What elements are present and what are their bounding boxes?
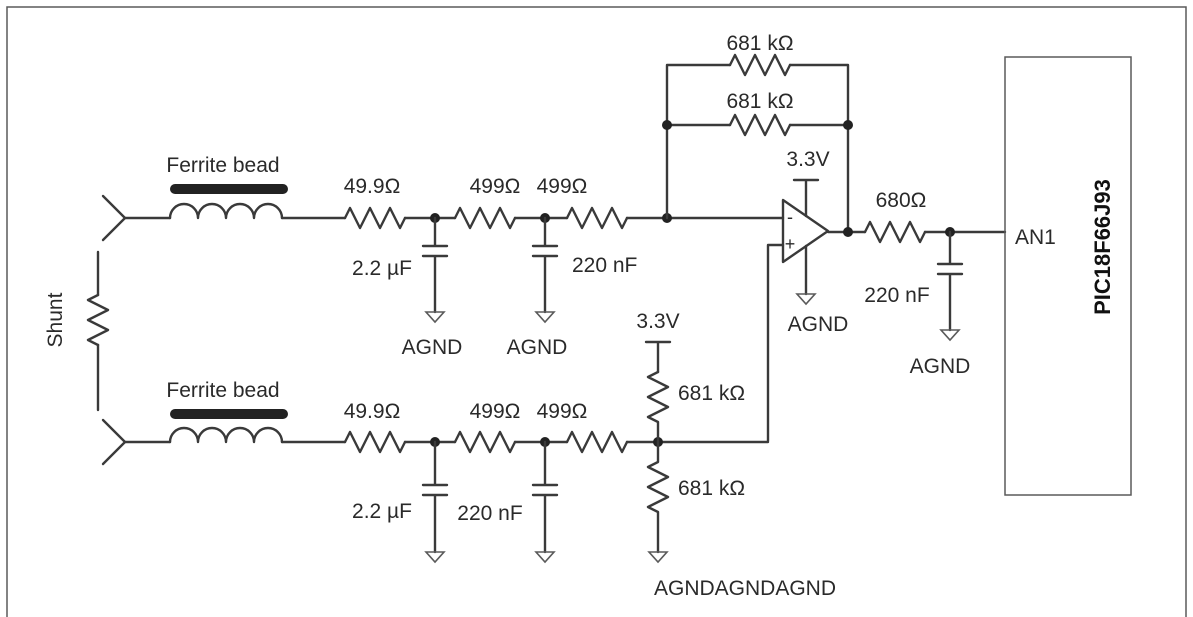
shunt-resistor	[86, 250, 110, 412]
top-input-terminal	[101, 194, 172, 242]
bias-supply-rail	[644, 340, 672, 374]
ferrite-bead-top-label: Ferrite bead	[166, 154, 279, 177]
resistor-499-top-a-label: 499Ω	[470, 175, 521, 198]
microcontroller-block	[1004, 56, 1132, 496]
resistor-680-output-label: 680Ω	[876, 189, 927, 212]
agnd-opamp-label: AGND	[788, 313, 849, 336]
mcu-name-label: PIC18F66J93	[1090, 179, 1115, 315]
capacitor-220nf-bottom-label: 220 nF	[457, 502, 522, 525]
capacitor-220nf-output	[936, 230, 964, 342]
capacitor-220nf-output-label: 220 nF	[864, 284, 929, 307]
resistor-499-bottom-a	[453, 430, 517, 454]
feedback-wire-left	[665, 63, 732, 220]
capacitor-2-2uf-bottom-label: 2.2 µF	[352, 500, 412, 523]
mcu-pin-label: AN1	[1015, 226, 1056, 249]
ferrite-bead-top	[168, 184, 288, 220]
op-amp-supply-label: 3.3V	[786, 148, 829, 171]
agnd-bottom-label: AGNDAGNDAGND	[654, 577, 836, 600]
capacitor-2-2uf-bottom	[421, 440, 449, 564]
junction-dot	[662, 120, 672, 130]
junction-dot	[843, 227, 853, 237]
agnd-top-2-label: AGND	[507, 336, 568, 359]
capacitor-220nf-bottom	[531, 440, 559, 564]
agnd-output-label: AGND	[910, 355, 971, 378]
bottom-input-terminal	[101, 418, 172, 466]
capacitor-2-2uf-top-label: 2.2 µF	[352, 257, 412, 280]
feedback-wire-right	[788, 63, 850, 234]
resistor-681k-bias-top	[646, 370, 670, 444]
resistor-49-9-bottom-label: 49.9Ω	[344, 400, 401, 423]
resistor-499-top-b	[565, 206, 629, 230]
ground-symbol	[647, 551, 669, 564]
bias-supply-label: 3.3V	[636, 310, 679, 333]
resistor-681k-bias-top-label: 681 kΩ	[678, 382, 745, 405]
resistor-681k-feedback-2-label: 681 kΩ	[726, 90, 793, 113]
resistor-499-bottom-b	[565, 430, 629, 454]
op-amp	[781, 178, 830, 306]
wire-to-noninverting-input	[766, 243, 785, 443]
resistor-681k-feedback-2	[728, 113, 792, 137]
resistor-681k-feedback-1-label: 681 kΩ	[726, 32, 793, 55]
op-amp-plus-sign: +	[785, 234, 796, 254]
resistor-499-bottom-b-label: 499Ω	[537, 400, 588, 423]
junction-dot	[843, 120, 853, 130]
agnd-top-1-label: AGND	[402, 336, 463, 359]
capacitor-2-2uf-top	[421, 216, 449, 324]
resistor-499-top-b-label: 499Ω	[537, 175, 588, 198]
resistor-680-output	[863, 220, 927, 244]
resistor-681k-bias-bottom	[646, 440, 670, 554]
figure-frame	[6, 6, 1187, 617]
capacitor-220nf-top	[531, 216, 559, 324]
resistor-49-9-top	[343, 206, 407, 230]
resistor-49-9-top-label: 49.9Ω	[344, 175, 401, 198]
resistor-499-top-a	[453, 206, 517, 230]
resistor-49-9-bottom	[343, 430, 407, 454]
resistor-681k-bias-bottom-label: 681 kΩ	[678, 477, 745, 500]
resistor-681k-feedback-1	[728, 53, 792, 77]
ferrite-bead-bottom	[168, 409, 288, 444]
shunt-label: Shunt	[44, 292, 67, 347]
resistor-499-bottom-a-label: 499Ω	[470, 400, 521, 423]
capacitor-220nf-top-label: 220 nF	[572, 254, 637, 277]
ferrite-bead-bottom-label: Ferrite bead	[166, 379, 279, 402]
op-amp-minus-sign: -	[787, 207, 793, 227]
